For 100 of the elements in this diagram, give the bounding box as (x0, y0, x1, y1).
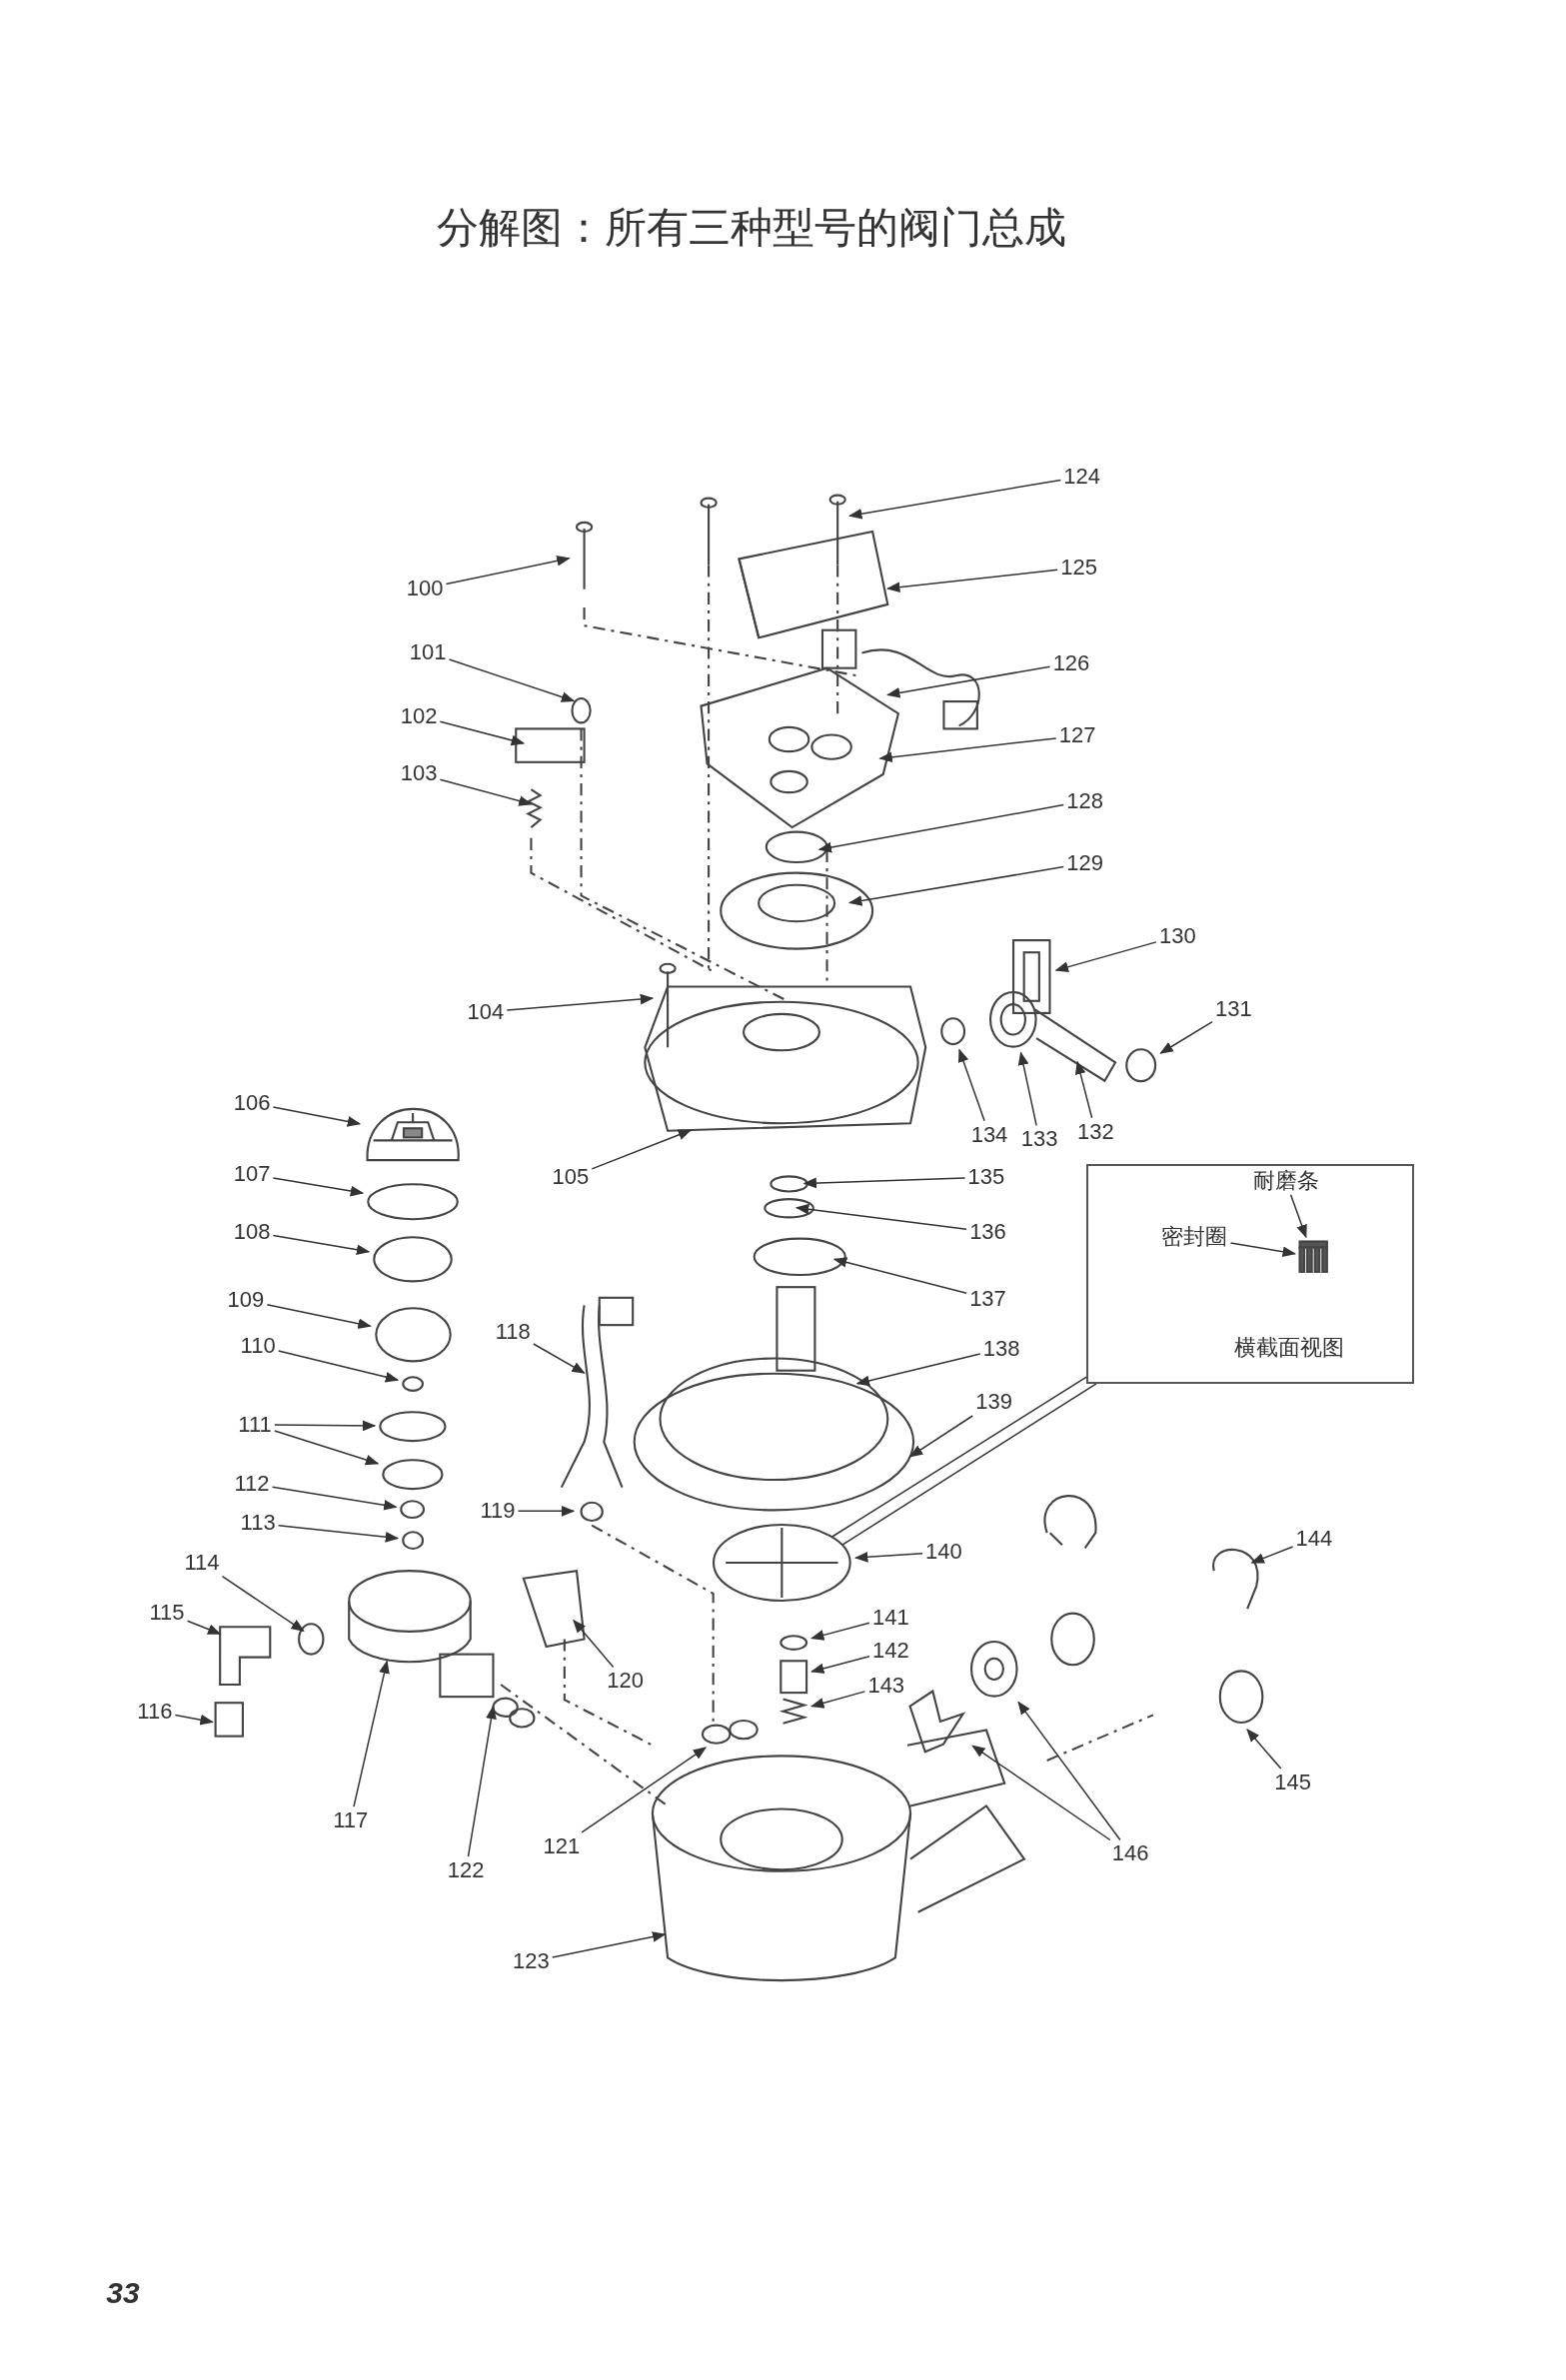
leader-line (277, 1524, 400, 1543)
leader-line (552, 1931, 667, 1958)
callout-number: 112 (234, 1473, 270, 1495)
fitting-drawing (987, 989, 1040, 1050)
callout-number: 144 (1295, 1527, 1333, 1550)
ring-drawing (938, 1016, 967, 1047)
callout-number: 120 (607, 1670, 644, 1693)
callout-number: 124 (1063, 465, 1100, 488)
callout-number: 128 (1066, 789, 1103, 812)
callout-number: 100 (406, 578, 444, 600)
leader-line (885, 569, 1058, 594)
leader-line (1017, 1051, 1037, 1127)
leader-line (1054, 941, 1157, 972)
leader-line (533, 1343, 586, 1374)
callout-text: 耐磨条 (1252, 1169, 1319, 1192)
leader-line (274, 1430, 380, 1466)
callout-number: 110 (240, 1334, 276, 1357)
callout-text: 密封圈 (1161, 1225, 1228, 1248)
leader-line (506, 993, 655, 1011)
bearing-drawing (372, 1235, 454, 1284)
leader-line (186, 1620, 222, 1636)
callout-number: 143 (867, 1674, 905, 1697)
leader-line (885, 665, 1051, 698)
connector-line (830, 1376, 1087, 1539)
callout-number: 113 (240, 1512, 276, 1535)
callout-number: 138 (982, 1337, 1020, 1360)
leader-line (908, 1415, 973, 1458)
callout-number: 107 (233, 1163, 271, 1186)
callout-number: 133 (1020, 1128, 1058, 1151)
leader-line (439, 720, 526, 746)
callout-number: 118 (495, 1321, 531, 1344)
callout-number: 126 (1052, 651, 1090, 674)
leader-line (439, 778, 533, 806)
callout-number: 104 (467, 1000, 505, 1023)
arrow (1229, 1242, 1297, 1258)
leader-line (221, 1575, 305, 1633)
leader-line (353, 1660, 390, 1807)
callout-number: 131 (1215, 997, 1252, 1020)
callout-number: 121 (543, 1834, 581, 1857)
callout-number: 132 (1076, 1120, 1114, 1143)
leader-line (517, 1505, 576, 1517)
leader-line (810, 1622, 870, 1641)
leader-line (272, 1234, 371, 1256)
caption-text: 横截面视图 (1233, 1336, 1344, 1359)
leader-line (445, 556, 571, 586)
o-ring-pair-drawing (700, 1717, 761, 1746)
leader-line (266, 1303, 372, 1330)
cap-drawing (967, 1638, 1020, 1700)
leader-line (810, 1691, 866, 1709)
callout-number: 122 (447, 1859, 485, 1882)
leader-line (1159, 1020, 1213, 1054)
arrow (1289, 1194, 1307, 1239)
ball-drawing (400, 1529, 426, 1551)
seal-disc-drawing (710, 1521, 853, 1604)
callout-number: 116 (137, 1700, 173, 1723)
callout-number: 140 (925, 1541, 962, 1564)
hose-clamp-drawing (1124, 1046, 1158, 1084)
callout-number: 117 (333, 1809, 369, 1832)
leader-line (794, 1203, 967, 1230)
leader-line (277, 1350, 400, 1383)
clip-drawing (1010, 937, 1053, 1017)
sleeve-drawing (778, 1658, 809, 1695)
callout-number: 135 (967, 1166, 1005, 1189)
callout-number: 142 (871, 1640, 909, 1662)
callout-number: 105 (552, 1166, 590, 1189)
callout-number: 136 (969, 1220, 1006, 1243)
leader-line (467, 1705, 497, 1857)
leader-line (591, 1129, 693, 1170)
disc-drawing (378, 1409, 448, 1443)
callout-number: 125 (1060, 556, 1097, 579)
leader-line (855, 1353, 981, 1387)
o-ring-drawing (365, 1181, 460, 1222)
leader-line (581, 1747, 708, 1833)
callout-number: 115 (149, 1602, 185, 1625)
callout-number: 114 (184, 1551, 220, 1574)
callout-number: 137 (969, 1287, 1006, 1310)
o-ring-drawing (778, 1634, 809, 1653)
callout-number: 106 (233, 1091, 271, 1114)
leader-line (1074, 1060, 1093, 1119)
connector-line (841, 1383, 1097, 1546)
leader-line (274, 1420, 377, 1432)
o-ring-drawing (399, 1499, 427, 1521)
callout-number: 123 (513, 1950, 550, 1973)
leader-line (832, 1257, 967, 1295)
callout-number: 119 (480, 1500, 516, 1523)
callout-number: 139 (975, 1391, 1012, 1413)
leader-line (1246, 1729, 1282, 1770)
leader-line (817, 803, 1065, 853)
leader-line (847, 865, 1065, 906)
callout-number: 127 (1058, 724, 1096, 747)
callout-number: 130 (1158, 924, 1196, 947)
callout-number: 101 (409, 640, 447, 663)
leader-line (810, 1655, 870, 1675)
leader-line (1250, 1546, 1294, 1564)
leader-line (271, 1486, 398, 1511)
disc-drawing (381, 1458, 445, 1492)
cross-section-drawing (1297, 1240, 1329, 1274)
leader-line (878, 737, 1057, 763)
callout-number: 129 (1066, 851, 1103, 874)
leader-line (1017, 1701, 1121, 1841)
